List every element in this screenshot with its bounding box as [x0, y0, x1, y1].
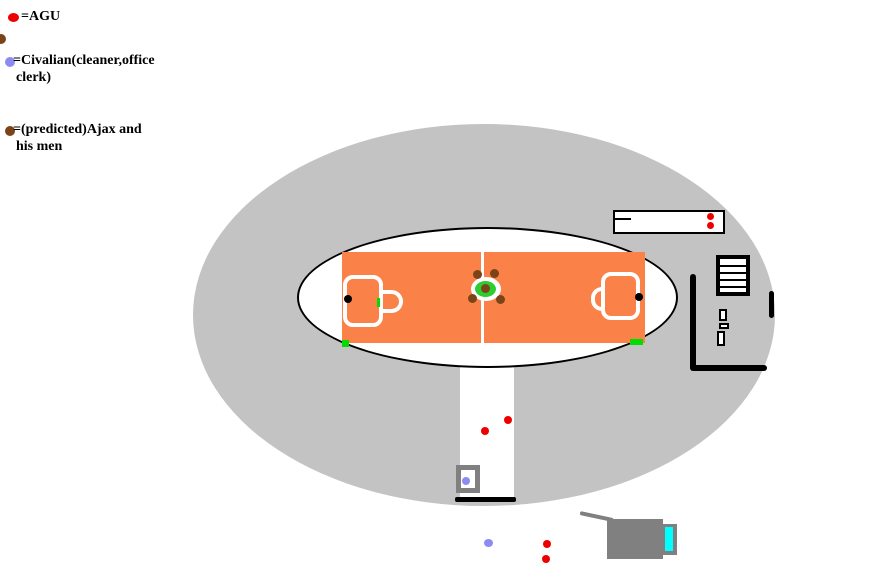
- stair-step: [720, 272, 746, 274]
- ajax-marker: [473, 270, 482, 279]
- truck-body: [607, 519, 663, 559]
- legend-ajax-swatch: [5, 126, 15, 136]
- crate: [719, 309, 727, 321]
- agu-marker: [707, 213, 714, 220]
- corner-mark-bottom-left: [342, 340, 349, 347]
- agu-marker: [543, 540, 551, 548]
- legend-civilian-text-line2: clerk): [16, 70, 51, 85]
- ajax-marker: [0, 34, 6, 44]
- legend-civilian-text-line1: =Civalian(cleaner,office: [13, 53, 155, 68]
- ajax-marker: [468, 294, 477, 303]
- wall-vertical: [690, 274, 696, 370]
- truck-window: [665, 527, 673, 551]
- penalty-arc-right: [591, 287, 602, 311]
- legend-ajax-text-line2: his men: [16, 139, 63, 154]
- agu-marker: [542, 555, 550, 563]
- legend-agu-label: =AGU: [21, 8, 60, 25]
- ajax-marker: [481, 284, 490, 293]
- stair-step: [720, 286, 746, 288]
- goal-dot-right: [635, 293, 643, 301]
- legend-civilian-swatch: [5, 57, 15, 67]
- civilian-marker: [484, 539, 493, 547]
- stair-step: [720, 279, 746, 281]
- crate: [719, 323, 729, 329]
- legend-civilian-label: =Civalian(cleaner,office clerk): [13, 52, 155, 86]
- crate: [717, 331, 725, 346]
- wall-horizontal: [690, 365, 767, 371]
- control-room-desk: [615, 218, 631, 220]
- legend-agu-text: =AGU: [21, 9, 61, 24]
- soccer-field: [342, 252, 645, 347]
- goal-mark-left: [377, 298, 380, 307]
- control-room: [613, 210, 725, 234]
- civilian-marker: [462, 477, 470, 485]
- agu-marker: [707, 222, 714, 229]
- agu-marker: [504, 416, 512, 424]
- legend-ajax-label: =(predicted)Ajax and his men: [13, 121, 142, 155]
- stairs: [716, 255, 750, 296]
- ajax-marker: [496, 295, 505, 304]
- legend-agu-swatch: [8, 13, 19, 22]
- goal-dot-left: [344, 295, 352, 303]
- corridor-threshold: [455, 497, 516, 502]
- penalty-arc-left: [383, 290, 403, 313]
- wall-segment-right: [769, 291, 774, 318]
- ajax-marker: [490, 269, 499, 278]
- legend-ajax-text-line1: =(predicted)Ajax and: [13, 122, 142, 137]
- stair-step: [720, 265, 746, 267]
- corner-mark-bottom-right: [630, 339, 643, 345]
- agu-marker: [481, 427, 489, 435]
